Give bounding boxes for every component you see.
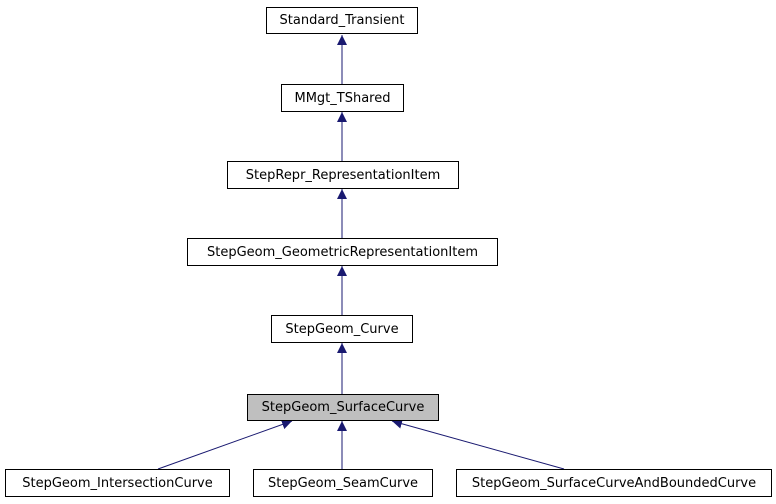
node-stepgeom-curve[interactable]: StepGeom_Curve	[271, 315, 413, 343]
edge-scabc-to-surface-curve	[391, 418, 565, 470]
node-stepgeom-geometric-representation-item[interactable]: StepGeom_GeometricRepresentationItem	[187, 238, 498, 266]
edge-intersection-curve-to-surface-curve	[157, 419, 293, 470]
node-stepgeom-seam-curve[interactable]: StepGeom_SeamCurve	[253, 469, 433, 497]
node-stepgeom-surface-curve-current: StepGeom_SurfaceCurve	[247, 394, 439, 421]
node-mmgt-tshared[interactable]: MMgt_TShared	[281, 84, 404, 112]
node-standard-transient[interactable]: Standard_Transient	[266, 7, 418, 34]
node-stepgeom-intersection-curve[interactable]: StepGeom_IntersectionCurve	[5, 469, 230, 497]
node-steprepr-representation-item[interactable]: StepRepr_RepresentationItem	[227, 161, 459, 189]
node-stepgeom-surface-curve-and-bounded-curve[interactable]: StepGeom_SurfaceCurveAndBoundedCurve	[456, 469, 772, 497]
